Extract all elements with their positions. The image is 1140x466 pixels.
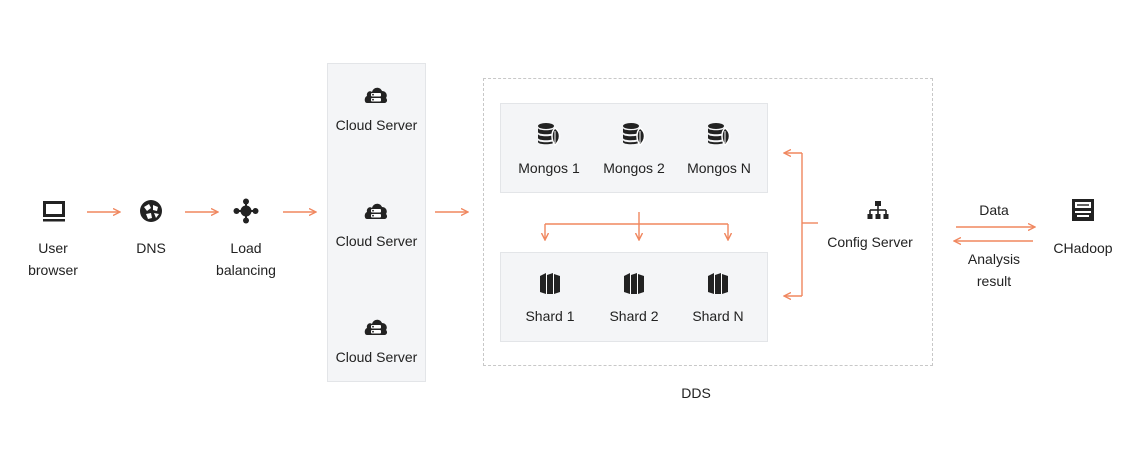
shard-icon [705, 270, 731, 296]
cloud-server-label-3: Cloud Server [335, 349, 418, 365]
config-server-label: Config Server [827, 234, 913, 250]
cloud-server-label-1: Cloud Server [335, 117, 418, 133]
analysis-result-label-line1: Analysis [967, 251, 1021, 267]
shard-panel [500, 252, 768, 342]
shard-2-label: Shard 2 [609, 308, 659, 324]
globe-icon [138, 198, 164, 224]
user-browser-label-line1: User [38, 240, 68, 256]
mongos-n-label: Mongos N [687, 160, 751, 176]
hadoop-terminal-icon [1070, 197, 1096, 223]
shard-1-label: Shard 1 [525, 308, 575, 324]
cloud-server-label-2: Cloud Server [335, 233, 418, 249]
shard-icon [621, 270, 647, 296]
database-leaf-icon [706, 121, 732, 147]
cloud-server-icon [363, 197, 389, 223]
database-leaf-icon [621, 121, 647, 147]
dds-group-label: DDS [681, 385, 711, 401]
mongos-2-label: Mongos 2 [603, 160, 665, 176]
mongos-panel [500, 103, 768, 193]
shard-n-label: Shard N [692, 308, 744, 324]
cloud-server-icon [363, 81, 389, 107]
cloud-server-icon [363, 313, 389, 339]
load-balancing-label-line2: balancing [216, 262, 276, 278]
dns-label: DNS [136, 240, 166, 256]
shard-icon [537, 270, 563, 296]
hierarchy-icon [866, 199, 890, 223]
database-leaf-icon [536, 121, 562, 147]
dds-group [483, 78, 933, 366]
load-balancing-label-line1: Load [230, 240, 262, 256]
load-balancer-icon [233, 198, 259, 224]
data-edge-label: Data [979, 202, 1009, 218]
monitor-icon [41, 198, 67, 224]
mongos-1-label: Mongos 1 [518, 160, 580, 176]
analysis-result-label-line2: result [976, 273, 1012, 289]
user-browser-label-line2: browser [28, 262, 78, 278]
chadoop-label: CHadoop [1053, 240, 1113, 256]
